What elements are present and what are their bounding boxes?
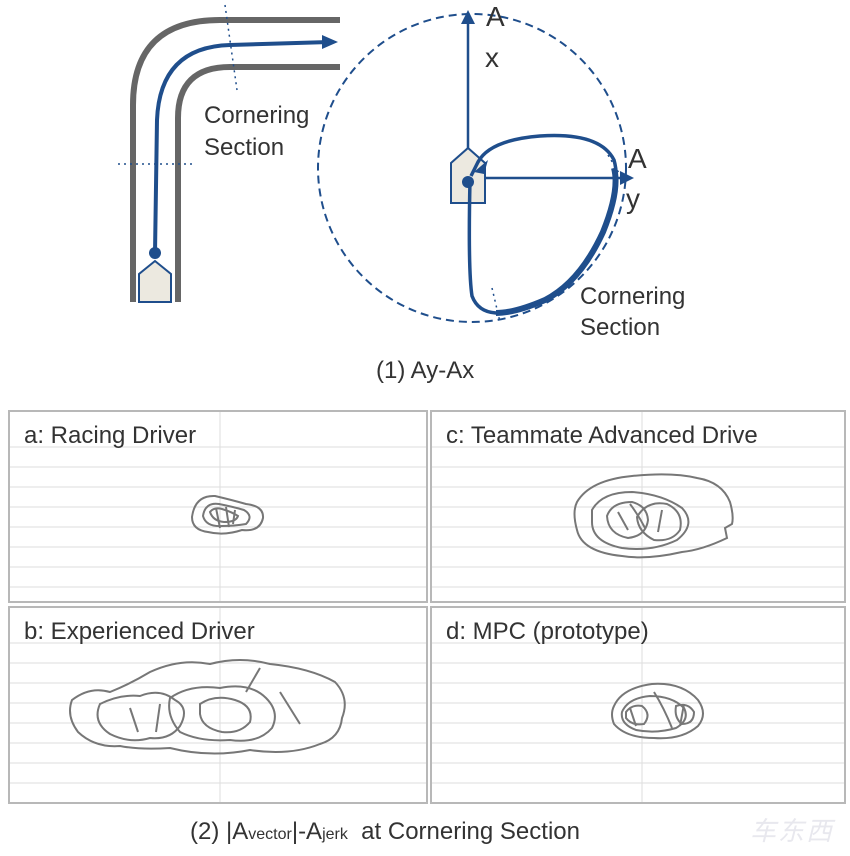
caption-mid: |-A	[291, 818, 323, 845]
trajectory-arrowhead	[322, 35, 338, 49]
panel-c-plot	[432, 412, 844, 601]
ay-arrowhead	[620, 171, 634, 185]
trace-arrowhead	[474, 160, 488, 174]
cornering-trace-segment	[495, 167, 619, 316]
right-cornering-label-line1: Cornering	[580, 283, 686, 310]
vehicle-icon	[138, 259, 172, 303]
caption-prefix: (2) |A	[190, 818, 249, 845]
vehicle-trajectory	[153, 40, 331, 254]
friction-circle	[317, 13, 627, 323]
panel-d-title: d: MPC (prototype)	[446, 618, 649, 645]
cornering-markers	[491, 154, 623, 323]
panel-a-plot	[10, 412, 426, 601]
left-cornering-label-line1: Cornering	[204, 102, 310, 129]
panel-b-title: b: Experienced Driver	[24, 618, 255, 645]
figure2-caption: (2) |Avector|-Ajerk at Cornering Section	[190, 818, 580, 846]
right-cornering-label-line2: Section	[580, 314, 661, 341]
panel-teammate-advanced-drive: c: Teammate Advanced Drive	[430, 410, 846, 603]
figure1-caption: (1) Ay-Ax	[376, 357, 475, 384]
ay-axis-label-letter: A	[628, 143, 647, 174]
ay-axis-label-sub: y	[626, 183, 640, 214]
ax-axis-label-sub: x	[485, 42, 499, 73]
left-cornering-label-line2: Section	[204, 134, 285, 161]
origin-dot	[462, 176, 474, 188]
panel-b-plot	[10, 608, 426, 802]
panel-a-title: a: Racing Driver	[24, 422, 197, 449]
section-markers	[118, 4, 238, 165]
trace-mpc	[611, 682, 704, 740]
trace-racing-driver	[190, 494, 265, 535]
ax-axis-label-letter: A	[486, 1, 505, 32]
road-track	[130, 17, 340, 302]
caption-sub-jerk: jerk	[322, 826, 348, 843]
caption-sub-vector: vector	[248, 826, 292, 843]
caption-suffix: at Cornering Section	[347, 818, 580, 845]
trace-experienced-driver	[69, 659, 346, 755]
ax-arrowhead	[461, 10, 475, 24]
trace-teammate-advanced-drive	[573, 473, 734, 559]
panel-experienced-driver: b: Experienced Driver	[8, 606, 428, 804]
panel-d-plot	[432, 608, 844, 802]
panel-racing-driver: a: Racing Driver	[8, 410, 428, 603]
panel-c-title: c: Teammate Advanced Drive	[446, 422, 758, 449]
watermark-logo: 车东西	[749, 816, 834, 846]
ay-ax-diagram	[118, 4, 634, 323]
panel-mpc-prototype: d: MPC (prototype)	[430, 606, 846, 804]
vehicle-position-dot	[149, 247, 161, 259]
